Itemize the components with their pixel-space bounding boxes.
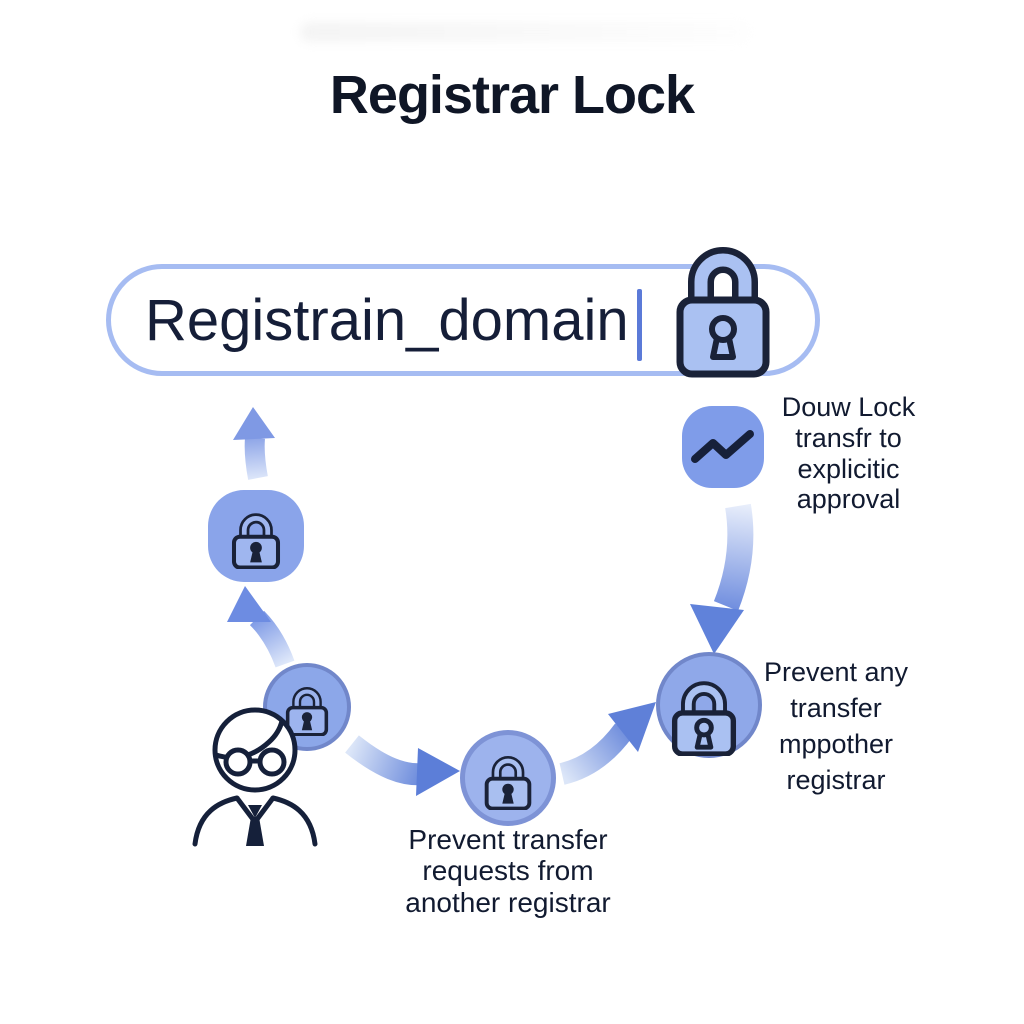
lock-icon bbox=[484, 756, 532, 810]
arrow-up-to-input-icon bbox=[233, 407, 275, 480]
person-lock-node bbox=[263, 663, 351, 751]
lock-icon bbox=[671, 681, 737, 756]
arrow-down-to-right-lock-icon bbox=[690, 503, 754, 654]
upper-lock-badge bbox=[208, 490, 304, 582]
lock-icon bbox=[231, 513, 281, 569]
approval-step-badge bbox=[682, 406, 764, 488]
prevent-transfer-requests-node bbox=[460, 730, 556, 826]
arrow-up-from-person-icon bbox=[227, 586, 295, 668]
domain-input-value: Registrain_domain bbox=[145, 287, 629, 353]
prevent-any-transfer-node bbox=[656, 652, 762, 758]
prevent-any-transfer-label: Prevent any transfer mppother registrar bbox=[763, 657, 909, 795]
top-smudge-artifact bbox=[300, 22, 750, 42]
diagram-title: Registrar Lock bbox=[329, 65, 695, 125]
prevent-transfer-requests-label: Prevent transfer requests from another r… bbox=[405, 824, 611, 918]
text-cursor-icon bbox=[637, 289, 642, 361]
lock-icon bbox=[285, 687, 329, 736]
arrow-person-to-middle-icon bbox=[345, 735, 460, 796]
person-icon bbox=[192, 707, 318, 847]
trend-arrow-icon bbox=[691, 430, 754, 463]
arrow-middle-to-right-icon bbox=[559, 702, 656, 785]
registrar-lock-icon bbox=[676, 247, 770, 378]
approval-label: Douw Lock transfr to explicitic approval bbox=[781, 392, 916, 515]
